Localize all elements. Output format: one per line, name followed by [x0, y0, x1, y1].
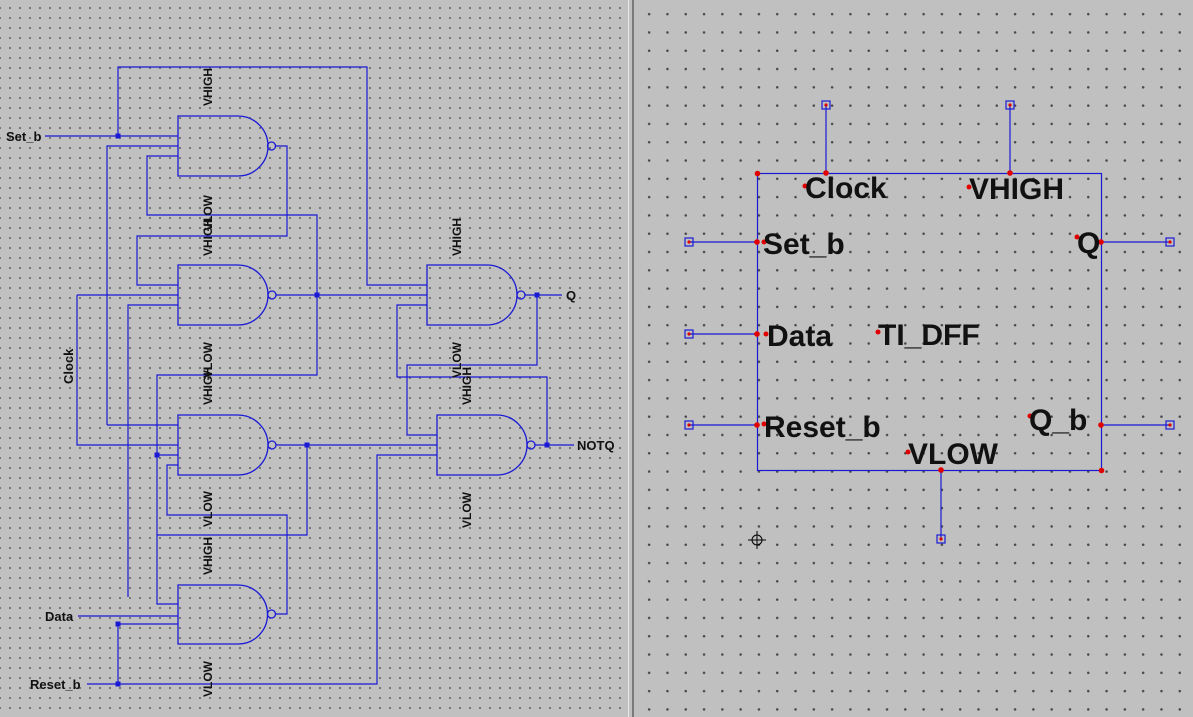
symbol-body[interactable]: [754, 170, 1105, 474]
net-label-data: Data: [45, 609, 74, 624]
net-label-notq: NOTQ: [577, 438, 615, 453]
pane-splitter[interactable]: [628, 0, 638, 717]
nand-gate-5[interactable]: [426, 264, 526, 326]
vhigh-label-gate2: VHIGH: [201, 218, 215, 256]
vhigh-label-gate3: VHIGH: [201, 367, 215, 405]
nand-gate-1[interactable]: [177, 115, 277, 177]
schematic-wires: [45, 66, 574, 685]
wire-junctions: [115, 133, 550, 687]
schematic-pane[interactable]: [0, 0, 628, 717]
vhigh-label-gate1: VHIGH: [201, 68, 215, 106]
vlow-label-gate2: VLOW: [201, 341, 215, 378]
net-label-q: Q: [566, 288, 576, 303]
vlow-label-gate1: VLOW: [201, 194, 215, 231]
vlow-label-gate5: VLOW: [450, 341, 464, 378]
net-label-reset: Reset_b: [30, 677, 81, 692]
nand-gate-4[interactable]: [177, 584, 277, 645]
nand-gate-3[interactable]: [177, 414, 277, 476]
gate-power-labels: VHIGH VLOW VHIGH VLOW VHIGH VLOW VHIGH V…: [201, 68, 474, 697]
symbol-pane[interactable]: [638, 0, 1193, 717]
schematic-canvas[interactable]: Set_b Clock Data Reset_b Q NOTQ VHIGH VL…: [0, 0, 628, 717]
vhigh-label-gate6: VHIGH: [460, 367, 474, 405]
vlow-label-gate3: VLOW: [201, 490, 215, 527]
net-label-clock: Clock: [61, 348, 76, 384]
net-label-set: Set_b: [6, 129, 41, 144]
vlow-label-gate6: VLOW: [460, 491, 474, 528]
nand-gate-2[interactable]: [177, 264, 277, 326]
vhigh-label-gate4: VHIGH: [201, 537, 215, 575]
symbol-pin-terminals[interactable]: [684, 100, 1175, 544]
nand-gate-6[interactable]: [436, 414, 536, 476]
vlow-label-gate4: VLOW: [201, 660, 215, 697]
vhigh-label-gate5: VHIGH: [450, 218, 464, 256]
